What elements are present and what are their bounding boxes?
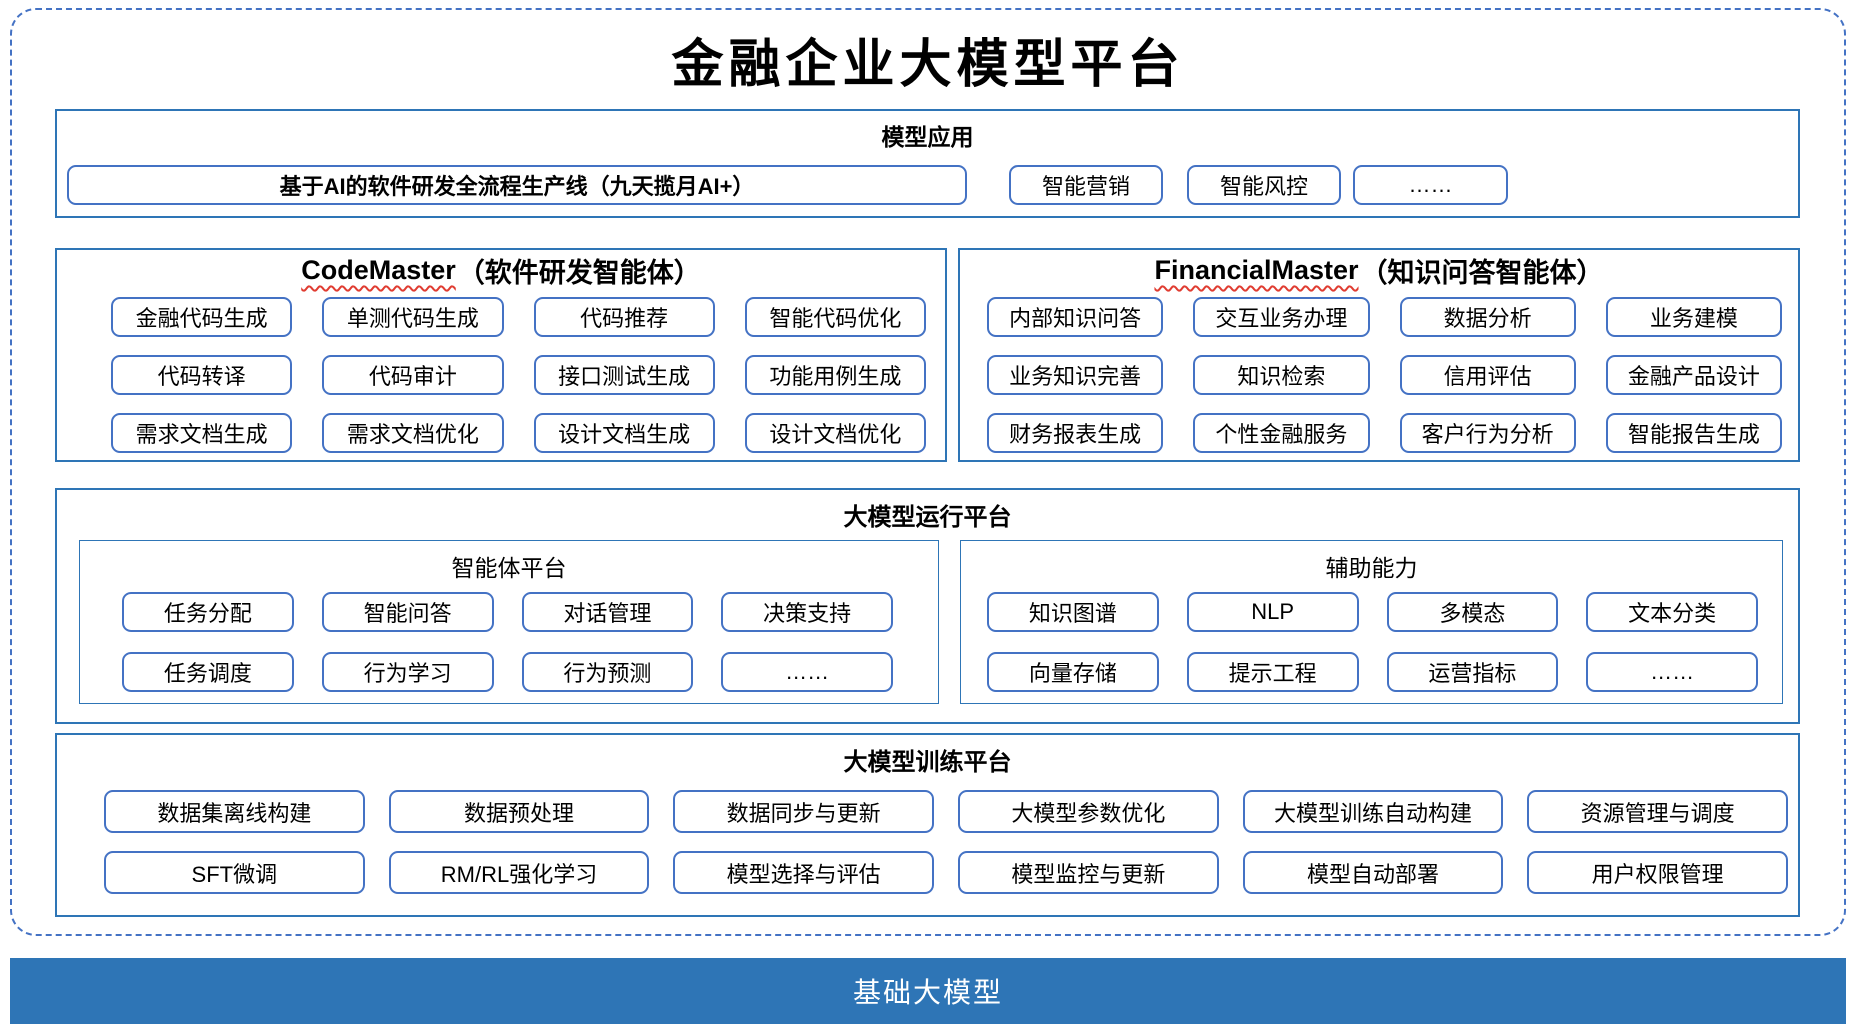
training-capability-chip: 大模型参数优化	[957, 790, 1219, 833]
codemaster-capability-chip: 需求文档生成	[111, 413, 293, 453]
agent-platform-title: 智能体平台	[451, 555, 567, 581]
agent-platform-chip-ellipsis: ……	[721, 652, 893, 692]
card-financialmaster-name-cn: （知识问答智能体）	[1360, 258, 1604, 288]
training-capability-chip: 数据同步与更新	[673, 790, 934, 833]
financialmaster-capability-grid: 内部知识问答 交互业务办理 数据分析 业务建模 业务知识完善 知识检索 信用评估…	[960, 297, 1798, 453]
foundation-model-bar: 基础大模型	[10, 958, 1846, 1024]
agent-platform-chip: 任务分配	[122, 592, 294, 632]
codemaster-capability-chip: 设计文档优化	[744, 413, 926, 453]
agent-platform-chip: 智能问答	[321, 592, 494, 632]
app-item-chip-ellipsis: ……	[1353, 165, 1508, 205]
section-runtime-platform: 大模型运行平台 智能体平台 任务分配 智能问答 对话管理 决策支持 任务调度 行…	[55, 488, 1800, 724]
aux-ability-grid: 知识图谱 NLP 多模态 文本分类 向量存储 提示工程 运营指标 ……	[961, 592, 1782, 692]
training-capability-chip: 模型选择与评估	[673, 851, 934, 894]
aux-ability-chip: 运营指标	[1386, 652, 1559, 692]
card-codemaster: CodeMaster （软件研发智能体） 金融代码生成 单测代码生成 代码推荐 …	[55, 248, 947, 462]
agent-platform-chip: 决策支持	[721, 592, 893, 632]
training-capability-chip: 数据集离线构建	[104, 790, 365, 833]
training-capability-chip: RM/RL强化学习	[388, 851, 650, 894]
financialmaster-capability-chip: 信用评估	[1399, 355, 1576, 395]
agent-platform-grid: 任务分配 智能问答 对话管理 决策支持 任务调度 行为学习 行为预测 ……	[80, 592, 938, 692]
training-capability-chip: SFT微调	[104, 851, 365, 894]
agent-platform-chip: 对话管理	[521, 592, 694, 632]
codemaster-capability-chip: 智能代码优化	[744, 297, 926, 337]
foundation-model-label: 基础大模型	[852, 977, 1003, 1008]
codemaster-capability-chip: 单测代码生成	[322, 297, 504, 337]
agent-platform-box: 智能体平台 任务分配 智能问答 对话管理 决策支持 任务调度 行为学习 行为预测…	[79, 540, 939, 704]
aux-ability-chip: 文本分类	[1586, 592, 1758, 632]
app-item-chip: 智能营销	[1009, 165, 1163, 205]
section-model-applications-header: 模型应用	[881, 124, 974, 150]
financialmaster-capability-chip: 客户行为分析	[1399, 413, 1576, 453]
codemaster-capability-chip: 接口测试生成	[533, 355, 715, 395]
codemaster-capability-chip: 设计文档生成	[533, 413, 715, 453]
aux-ability-chip: NLP	[1186, 592, 1359, 632]
financialmaster-capability-chip: 业务建模	[1605, 297, 1782, 337]
section-runtime-header: 大模型运行平台	[843, 504, 1012, 531]
training-capability-chip: 用户权限管理	[1527, 851, 1788, 894]
financialmaster-capability-chip: 交互业务办理	[1193, 297, 1370, 337]
card-codemaster-title: CodeMaster （软件研发智能体）	[57, 250, 945, 291]
codemaster-capability-chip: 需求文档优化	[322, 413, 504, 453]
section-training-platform: 大模型训练平台 数据集离线构建 数据预处理 数据同步与更新 大模型参数优化 大模…	[55, 733, 1800, 917]
codemaster-capability-chip: 代码推荐	[533, 297, 715, 337]
aux-ability-box: 辅助能力 知识图谱 NLP 多模态 文本分类 向量存储 提示工程 运营指标 ……	[960, 540, 1783, 704]
codemaster-capability-grid: 金融代码生成 单测代码生成 代码推荐 智能代码优化 代码转译 代码审计 接口测试…	[57, 297, 945, 453]
financialmaster-capability-chip: 业务知识完善	[987, 355, 1164, 395]
financialmaster-capability-chip: 个性金融服务	[1193, 413, 1370, 453]
aux-ability-chip: 多模态	[1386, 592, 1559, 632]
training-capability-chip: 大模型训练自动构建	[1242, 790, 1504, 833]
section-training-header: 大模型训练平台	[843, 749, 1012, 776]
card-codemaster-name-en: CodeMaster	[301, 255, 456, 285]
app-item-chip: 智能风控	[1187, 165, 1341, 205]
codemaster-capability-chip: 代码转译	[111, 355, 293, 395]
aux-ability-chip: 知识图谱	[987, 592, 1159, 632]
aux-ability-title: 辅助能力	[1325, 555, 1418, 581]
agent-platform-chip: 行为预测	[521, 652, 694, 692]
financialmaster-capability-chip: 财务报表生成	[987, 413, 1164, 453]
app-pipeline-chip: 基于AI的软件研发全流程生产线（九天揽月AI+）	[67, 165, 967, 205]
page-title: 金融企业大模型平台	[671, 37, 1185, 94]
financialmaster-capability-chip: 金融产品设计	[1605, 355, 1782, 395]
section-model-applications: 模型应用 基于AI的软件研发全流程生产线（九天揽月AI+） 智能营销 智能风控 …	[55, 109, 1800, 218]
financialmaster-capability-chip: 数据分析	[1399, 297, 1576, 337]
agent-platform-chip: 行为学习	[321, 652, 494, 692]
training-capability-grid: 数据集离线构建 数据预处理 数据同步与更新 大模型参数优化 大模型训练自动构建 …	[57, 790, 1798, 894]
card-financialmaster: FinancialMaster （知识问答智能体） 内部知识问答 交互业务办理 …	[958, 248, 1800, 462]
aux-ability-chip-ellipsis: ……	[1586, 652, 1758, 692]
training-capability-chip: 模型监控与更新	[957, 851, 1219, 894]
training-capability-chip: 模型自动部署	[1242, 851, 1504, 894]
aux-ability-chip: 提示工程	[1186, 652, 1359, 692]
financialmaster-capability-chip: 智能报告生成	[1605, 413, 1782, 453]
agent-platform-chip: 任务调度	[122, 652, 294, 692]
financialmaster-capability-chip: 内部知识问答	[987, 297, 1164, 337]
codemaster-capability-chip: 代码审计	[322, 355, 504, 395]
card-financialmaster-title: FinancialMaster （知识问答智能体）	[960, 250, 1798, 291]
training-capability-chip: 资源管理与调度	[1527, 790, 1788, 833]
codemaster-capability-chip: 功能用例生成	[744, 355, 926, 395]
financialmaster-capability-chip: 知识检索	[1193, 355, 1370, 395]
card-codemaster-name-cn: （软件研发智能体）	[457, 258, 701, 288]
card-financialmaster-name-en: FinancialMaster	[1154, 255, 1359, 285]
aux-ability-chip: 向量存储	[987, 652, 1159, 692]
training-capability-chip: 数据预处理	[388, 790, 650, 833]
codemaster-capability-chip: 金融代码生成	[111, 297, 293, 337]
